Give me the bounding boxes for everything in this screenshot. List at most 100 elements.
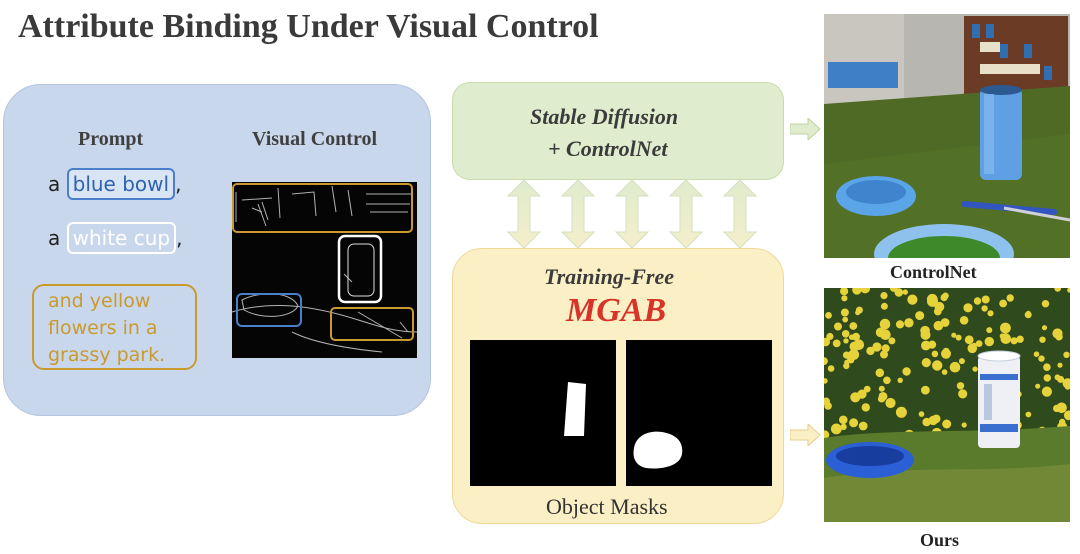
- scene-description-box: and yellow flowers in a grassy park.: [32, 284, 197, 370]
- mgab-label: MGAB: [566, 292, 667, 329]
- double-arrow-3: [614, 179, 650, 249]
- flower-dot: [1054, 374, 1061, 381]
- flower-dot: [949, 361, 961, 373]
- flower-dot: [849, 418, 859, 428]
- flower-dot: [860, 288, 871, 294]
- flower-dot: [824, 430, 830, 440]
- flower-dot: [963, 303, 973, 313]
- flower-dot: [932, 360, 943, 371]
- flower-dot: [880, 292, 888, 300]
- flower-dot: [824, 378, 828, 384]
- flower-dot: [850, 392, 861, 403]
- ours-caption: Ours: [920, 530, 960, 550]
- flower-dot: [964, 335, 974, 345]
- sd-title-line-1: Stable Diffusion: [530, 104, 679, 129]
- prompt-article-2: a: [48, 226, 61, 250]
- flower-dot: [975, 340, 983, 347]
- flower-dot: [1064, 383, 1070, 390]
- flower-dot: [1041, 325, 1048, 331]
- flower-dot: [895, 320, 905, 329]
- flower-dot: [986, 327, 993, 334]
- flower-dot: [895, 406, 907, 418]
- flower-dot: [1006, 294, 1014, 302]
- flower-dot: [1041, 300, 1050, 308]
- flower-dot: [824, 402, 832, 410]
- flower-dot: [841, 295, 848, 302]
- flower-dot: [824, 337, 830, 347]
- flower-dot: [852, 288, 862, 295]
- flower-dot: [907, 294, 918, 305]
- flower-dot: [902, 367, 911, 376]
- object-masks-label: Object Masks: [546, 494, 668, 519]
- visual-control-header: Visual Control: [252, 128, 378, 150]
- flower-dot: [1000, 322, 1011, 334]
- flower-dot: [849, 322, 858, 330]
- flower-dot: [861, 403, 870, 412]
- scene-line-1: and yellow: [48, 290, 151, 312]
- flower-dot: [981, 295, 990, 304]
- flower-dot: [1024, 311, 1032, 319]
- blue-bowl-chip: blue bowl: [66, 168, 176, 200]
- flower-dot: [902, 289, 908, 295]
- flower-dot: [934, 415, 941, 421]
- flower-dot: [915, 311, 925, 321]
- flower-dot: [921, 340, 931, 351]
- flower-dot: [1054, 288, 1062, 292]
- flower-dot: [921, 358, 931, 368]
- flower-dot: [834, 322, 842, 331]
- stable-diffusion-box: [452, 82, 784, 180]
- flower-dot: [920, 329, 931, 340]
- flower-dot: [1063, 410, 1070, 421]
- bowl-mask: [626, 340, 772, 486]
- flower-dot: [844, 359, 850, 365]
- flower-dot: [830, 423, 842, 435]
- flower-dot: [956, 382, 965, 390]
- flower-dot: [1025, 411, 1032, 418]
- ours-output-image: [824, 288, 1070, 522]
- prompt-article-1: a: [48, 172, 61, 196]
- flower-dot: [839, 415, 848, 425]
- flower-dot: [840, 288, 849, 296]
- prompt-comma-2: ,: [176, 226, 183, 250]
- flower-dot: [981, 305, 988, 312]
- flower-dot: [843, 338, 849, 344]
- flower-dot: [842, 316, 849, 323]
- flower-dot: [999, 333, 1005, 339]
- flower-dot: [1041, 386, 1052, 397]
- flower-dot: [1010, 337, 1018, 345]
- double-arrow-4: [668, 179, 704, 249]
- flower-dot: [1043, 374, 1051, 382]
- flower-dot: [926, 293, 938, 305]
- flower-dot: [832, 339, 841, 348]
- flower-dot: [885, 397, 896, 409]
- flower-dot: [958, 389, 968, 399]
- flower-dot: [959, 316, 969, 325]
- flower-dot: [1016, 335, 1024, 343]
- cup-region-box: [337, 234, 383, 304]
- flower-dot: [1035, 383, 1041, 389]
- controlnet-output-image: [824, 14, 1070, 258]
- bowl-region-box: [236, 293, 302, 327]
- flower-dot: [933, 307, 942, 316]
- flower-dot: [841, 330, 850, 338]
- flower-dot: [880, 302, 888, 310]
- flower-dot: [984, 336, 994, 347]
- training-free-label: Training-Free: [544, 264, 674, 289]
- flower-dot: [878, 385, 885, 392]
- flower-dot: [866, 346, 875, 356]
- bidirectional-arrows: [506, 179, 758, 249]
- utensil-region-box: [330, 307, 414, 341]
- arrow-to-controlnet-output: [790, 118, 821, 140]
- visual-control-edge-map: [232, 182, 417, 358]
- flower-dot: [942, 350, 951, 359]
- flower-dot: [941, 369, 948, 375]
- flower-dot: [875, 368, 885, 378]
- flower-dot: [853, 339, 865, 350]
- double-arrow-5: [722, 179, 758, 249]
- scene-line-2: flowers in a: [48, 317, 158, 339]
- table-region-box: [232, 183, 413, 233]
- prompt-line-2: a white cup,: [48, 222, 182, 254]
- flower-dot: [1039, 336, 1046, 343]
- prompt-comma-1: ,: [175, 172, 182, 196]
- sd-title-line-2: + ControlNet: [548, 136, 668, 161]
